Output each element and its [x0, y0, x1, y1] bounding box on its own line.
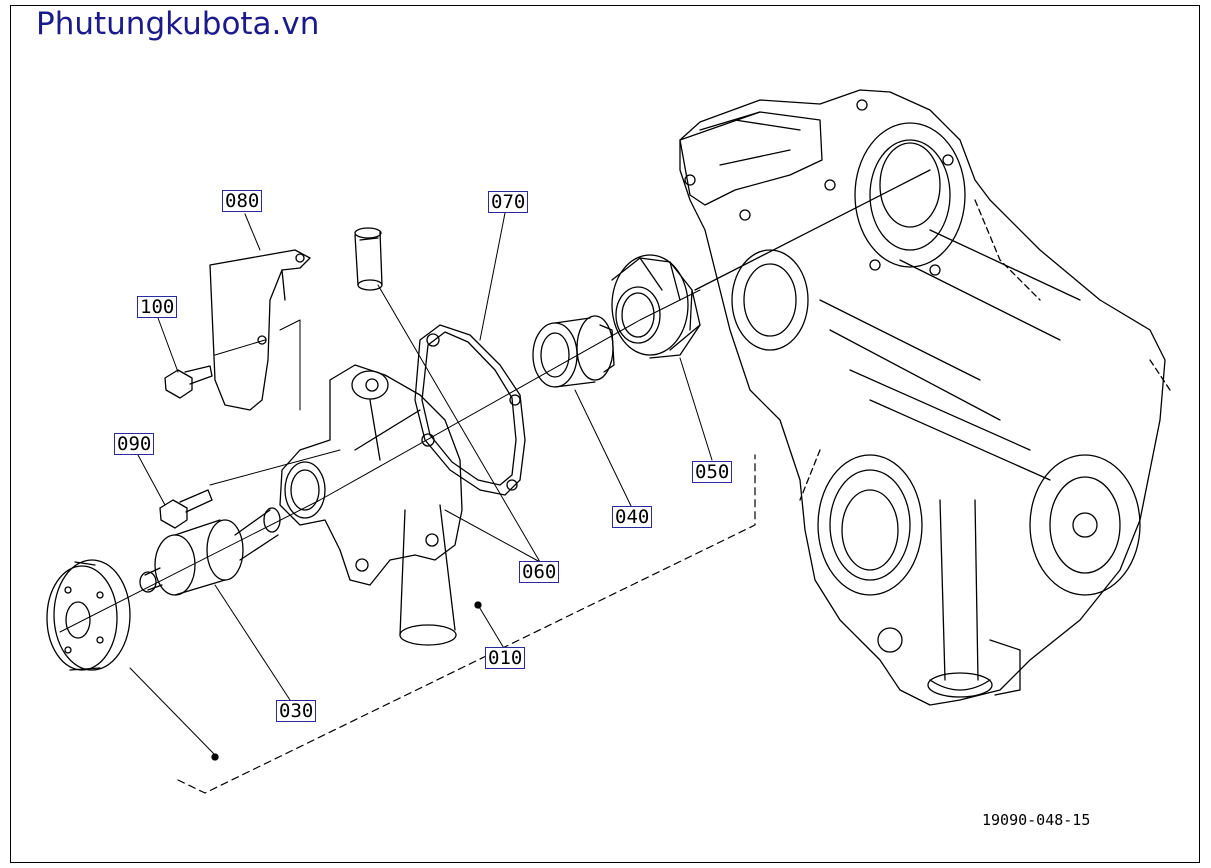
part-label-060[interactable]: 060 — [519, 561, 560, 583]
part-label-050[interactable]: 050 — [692, 461, 733, 483]
part-label-040[interactable]: 040 — [612, 506, 653, 528]
leader-lines — [129, 212, 713, 756]
pump-body-010 — [279, 364, 463, 646]
part-label-030[interactable]: 030 — [276, 700, 317, 722]
flange — [46, 559, 131, 671]
dashed-boundary — [177, 454, 756, 794]
figure-number: 19090-048-15 — [982, 811, 1091, 829]
part-label-100[interactable]: 100 — [137, 296, 178, 318]
gear-case — [679, 89, 1171, 706]
assembly-lines — [59, 289, 701, 633]
bearing-030 — [139, 507, 281, 596]
watermark-logo-text: Phutungkubota.vn — [36, 6, 320, 42]
part-label-090[interactable]: 090 — [114, 433, 155, 455]
pipe-060 — [354, 227, 383, 291]
bolt-090 — [159, 489, 213, 529]
seal-040 — [532, 315, 615, 388]
part-label-070[interactable]: 070 — [488, 191, 529, 213]
bolt-100 — [164, 365, 213, 399]
diagram-frame — [10, 5, 1200, 863]
bracket-080 — [209, 249, 311, 411]
part-label-080[interactable]: 080 — [222, 190, 263, 212]
part-label-010[interactable]: 010 — [485, 647, 526, 669]
gasket-070 — [414, 324, 526, 496]
impeller-050 — [611, 254, 701, 359]
